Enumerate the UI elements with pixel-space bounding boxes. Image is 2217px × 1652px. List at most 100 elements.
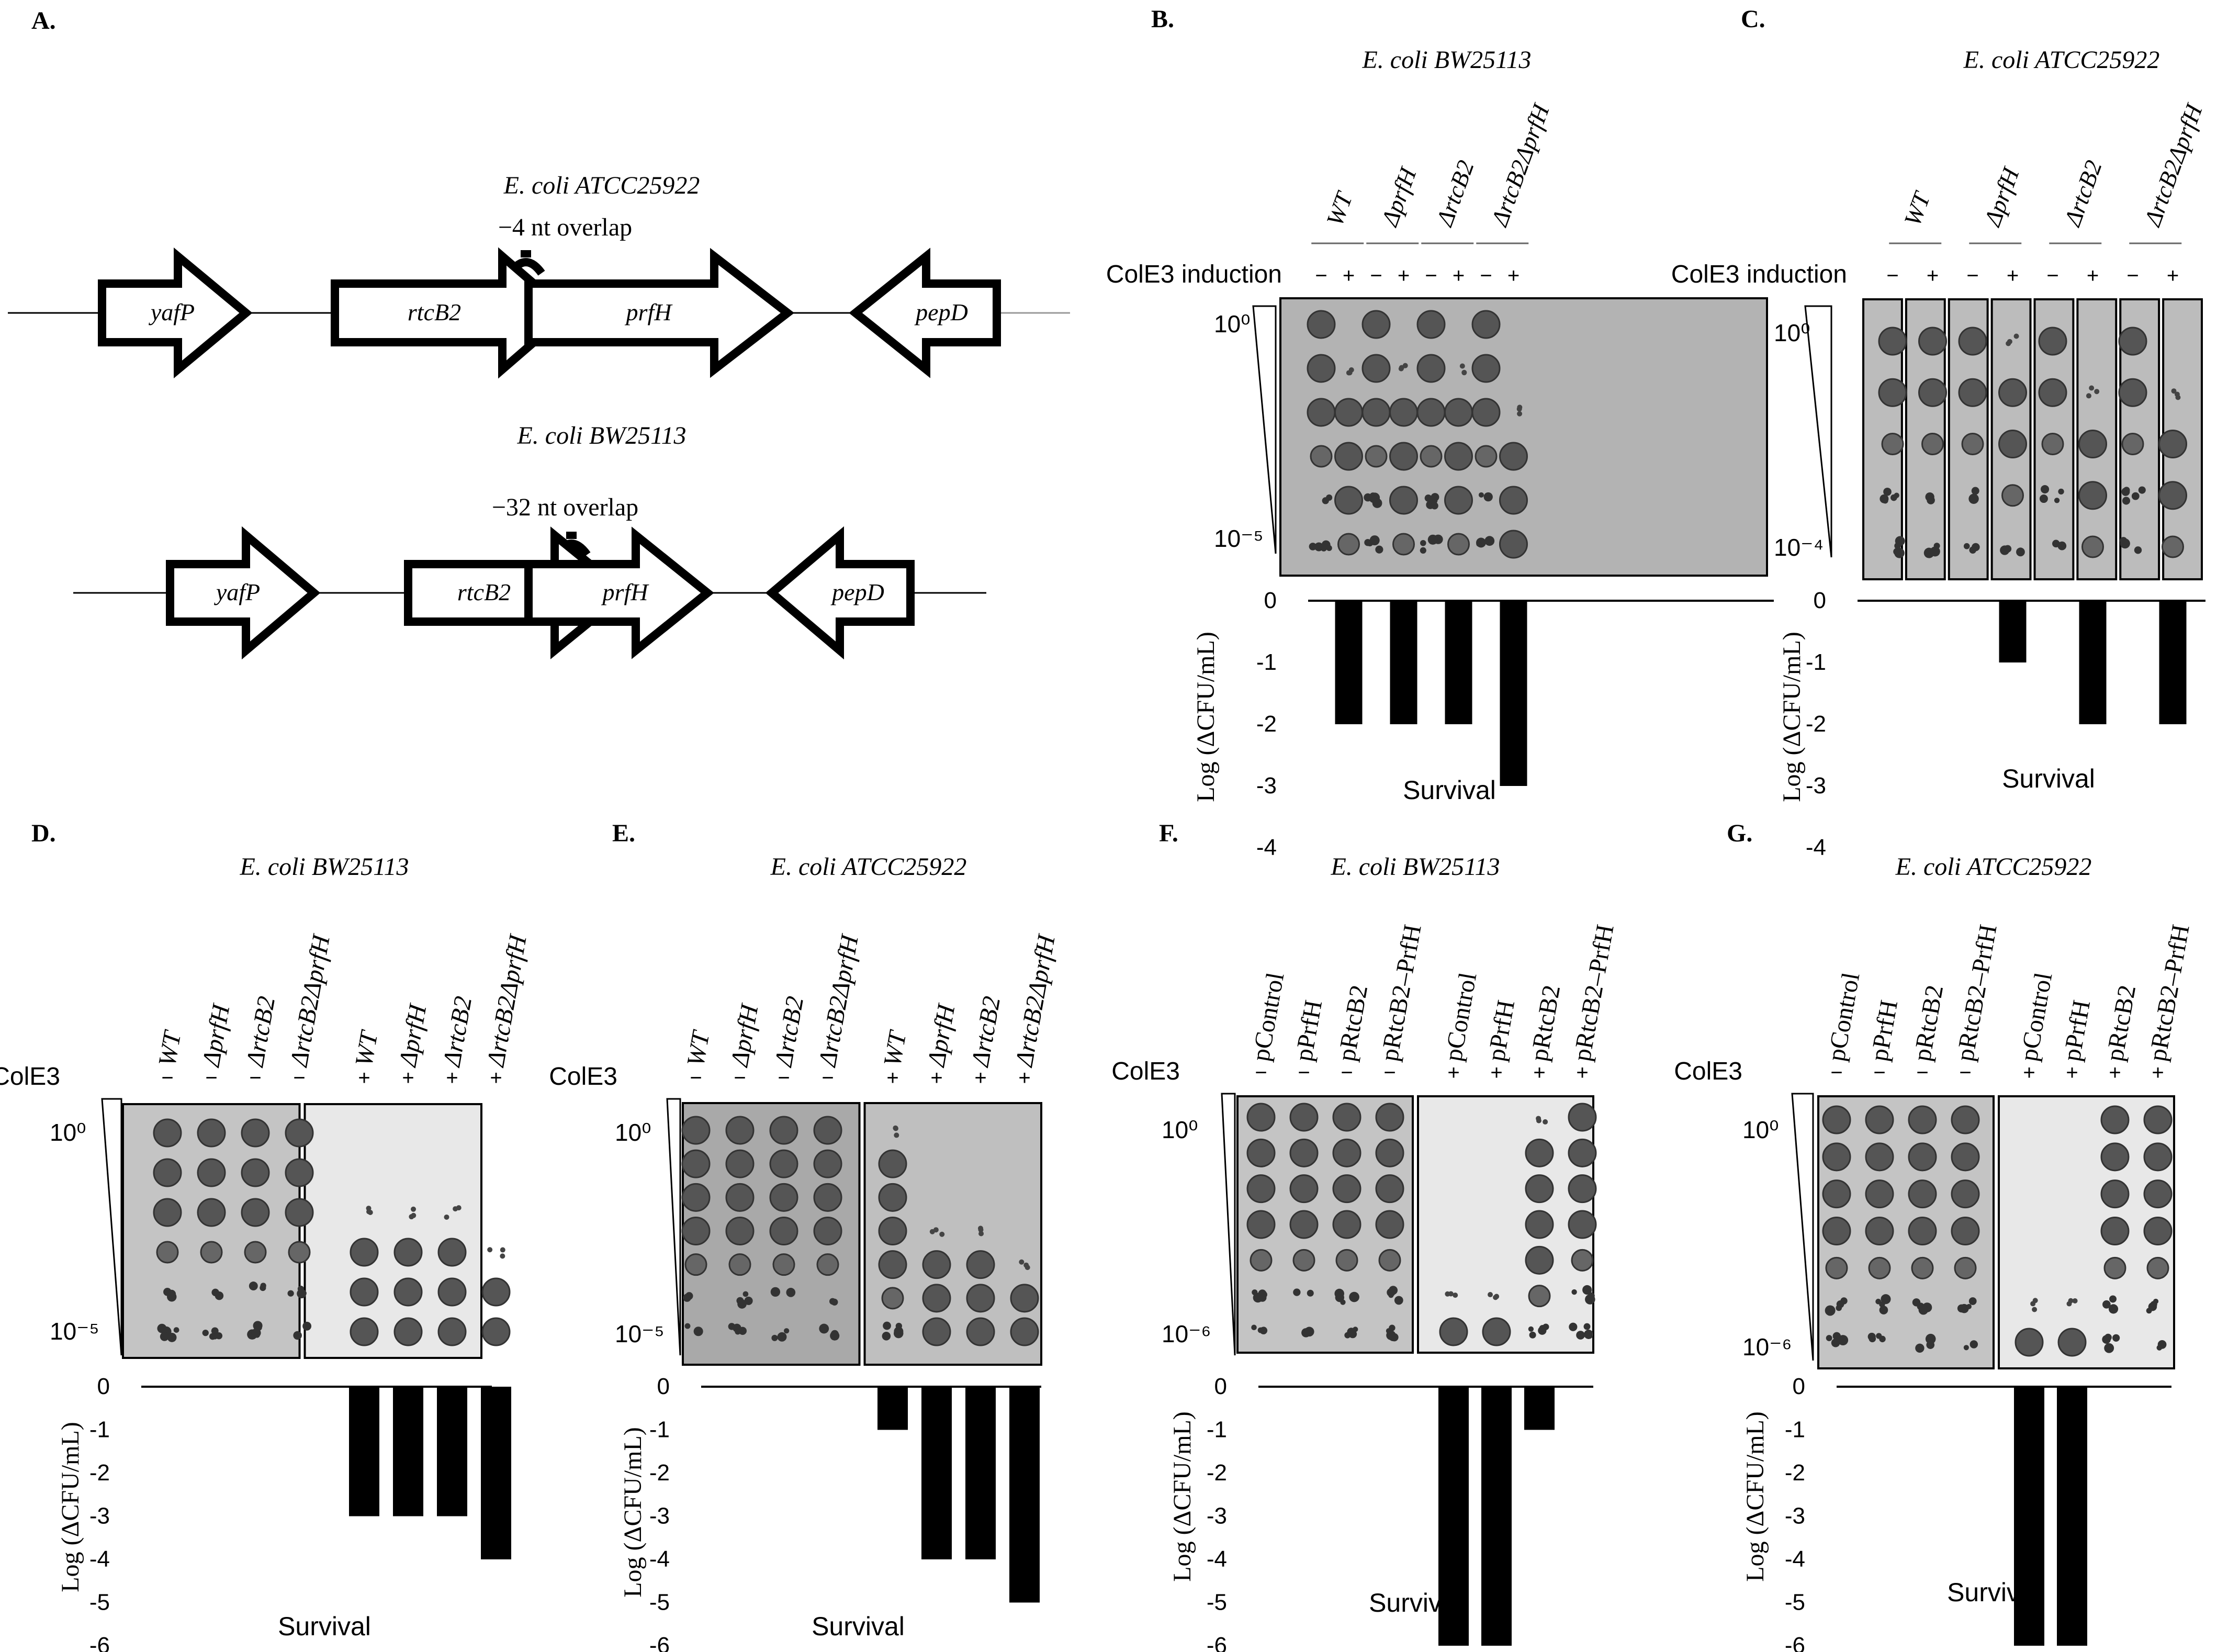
x-axis-label: Survival — [1369, 1588, 1462, 1617]
strain1-overlap-label: −4 nt overlap — [498, 213, 632, 241]
x-axis-label: Survival — [278, 1612, 371, 1641]
strain-label: WT — [879, 1028, 912, 1069]
y-tick-label: 0 — [1814, 588, 1826, 613]
induction-sign: + — [1490, 1061, 1502, 1084]
y-tick-label: -5 — [1785, 1590, 1805, 1615]
x-axis-label: Survival — [812, 1612, 905, 1641]
spot-assay-plate — [681, 1102, 1042, 1366]
y-tick-label: -5 — [1207, 1590, 1227, 1615]
induction-sign: − — [778, 1066, 790, 1089]
strain1-title: E. coli ATCC25922 — [503, 172, 700, 199]
induction-label: ColE3 — [1674, 1058, 1742, 1085]
spot-assay-plate — [1862, 298, 2203, 580]
induction-sign: + — [930, 1066, 942, 1089]
strain-label: ΔprfH — [1978, 163, 2025, 230]
y-tick-label: -1 — [649, 1417, 670, 1443]
strain-label: ΔrtcB2ΔprfH — [481, 932, 532, 1070]
y-tick-label: -3 — [649, 1503, 670, 1529]
yafP-gene-arrow — [98, 247, 253, 379]
survival-bar — [2057, 1387, 2087, 1646]
dilution-gradient-icon — [1804, 305, 1832, 558]
strain-label: pRtcB2 — [1525, 983, 1566, 1063]
yafP-gene-arrow — [166, 526, 321, 660]
strain-label: pControl — [1439, 971, 1482, 1063]
y-tick-label: -1 — [89, 1417, 110, 1443]
dilution-top-label: 10⁰ — [1742, 1116, 1779, 1143]
y-tick-label: -6 — [89, 1633, 110, 1652]
strain-label: ΔprfH — [725, 1001, 764, 1070]
induction-sign: + — [1447, 1061, 1459, 1084]
survival-bar-chart: 0-1-2-3-4-5-6-7Log (ΔCFU/mL)Survival — [57, 1374, 511, 1652]
y-axis-label: Log (ΔCFU/mL) — [57, 1422, 84, 1592]
strain-label: pRtcB2–PrfH — [2144, 923, 2195, 1063]
strain-label: ΔrtcB2ΔprfH — [813, 932, 864, 1070]
panel-title: E. coli BW25113 — [1330, 853, 1500, 881]
x-axis-label: Survival — [1947, 1578, 2040, 1607]
panel-a-gene-diagram: A. E. coli ATCC25922 −4 nt overlap yafP … — [8, 7, 1070, 660]
y-tick-label: -2 — [1256, 711, 1277, 737]
survival-bar — [2014, 1387, 2044, 1646]
induction-sign: − — [2046, 264, 2058, 287]
induction-sign: + — [446, 1066, 458, 1089]
strain-label: pRtcB2–PrfH — [1951, 923, 2002, 1063]
y-axis-label: Log (ΔCFU/mL) — [1168, 1411, 1196, 1582]
induction-sign: + — [974, 1066, 986, 1089]
strain2-overlap-label: −32 nt overlap — [492, 493, 638, 521]
strain-label: WT — [1899, 187, 1936, 230]
strain-label: WT — [1321, 187, 1358, 230]
dilution-bottom-label: 10⁻⁶ — [1742, 1333, 1792, 1361]
y-tick-label: -3 — [89, 1503, 110, 1529]
survival-bar — [921, 1387, 952, 1559]
induction-sign: − — [1886, 264, 1898, 287]
induction-sign: + — [2109, 1061, 2121, 1084]
y-tick-label: -3 — [1207, 1503, 1227, 1529]
survival-bar — [1390, 601, 1417, 724]
strain1-gene-pepD: pepD — [914, 299, 968, 325]
induction-sign: + — [2007, 264, 2019, 287]
y-tick-label: 0 — [657, 1374, 670, 1399]
dilution-bottom-label: 10⁻⁵ — [1214, 525, 1264, 552]
induction-sign: + — [490, 1066, 502, 1089]
strain-label: pRtcB2–PrfH — [1568, 923, 1619, 1063]
induction-sign: − — [1966, 264, 1978, 287]
y-axis-label: Log (ΔCFU/mL) — [619, 1427, 647, 1598]
induction-sign: − — [1959, 1061, 1971, 1084]
strain2-title: E. coli BW25113 — [516, 422, 686, 449]
strain-label: ΔrtcB2 — [241, 994, 280, 1070]
induction-sign: − — [1425, 264, 1437, 287]
strain-label: ΔrtcB2ΔprfH — [1010, 932, 1061, 1070]
induction-sign: + — [886, 1066, 898, 1089]
y-tick-label: -2 — [1207, 1460, 1227, 1486]
induction-sign: − — [1255, 1061, 1267, 1084]
survival-bar — [1999, 601, 2027, 662]
induction-sign: − — [1383, 1061, 1396, 1084]
induction-sign: − — [690, 1066, 702, 1089]
prfH-gene-arrow — [524, 248, 795, 378]
survival-bar — [437, 1387, 467, 1516]
survival-bar — [1438, 1387, 1469, 1646]
dilution-gradient-icon — [666, 1098, 681, 1356]
y-tick-label: -4 — [1806, 835, 1826, 860]
y-tick-label: -3 — [1806, 773, 1826, 799]
dilution-top-label: 10⁰ — [1214, 310, 1251, 338]
dilution-top-label: 10⁰ — [615, 1119, 651, 1146]
survival-bar — [1009, 1387, 1040, 1603]
induction-sign: + — [1507, 264, 1520, 287]
y-tick-label: -1 — [1207, 1417, 1227, 1443]
panel-title: E. coli ATCC25922 — [770, 853, 967, 881]
y-tick-label: -4 — [1207, 1546, 1227, 1572]
y-tick-label: -4 — [1785, 1546, 1805, 1572]
induction-sign: + — [2066, 1061, 2078, 1084]
strain-label: pPrfH — [1482, 998, 1521, 1063]
induction-sign: − — [1315, 264, 1327, 287]
strain-label: ΔrtcB2 — [769, 994, 809, 1070]
induction-label: ColE3 induction — [1106, 261, 1282, 288]
survival-bar — [1524, 1387, 1555, 1430]
induction-sign: − — [1341, 1061, 1353, 1084]
y-tick-label: -4 — [649, 1546, 670, 1572]
strain-label: pPrfH — [1865, 998, 1904, 1063]
survival-bar — [393, 1387, 423, 1516]
